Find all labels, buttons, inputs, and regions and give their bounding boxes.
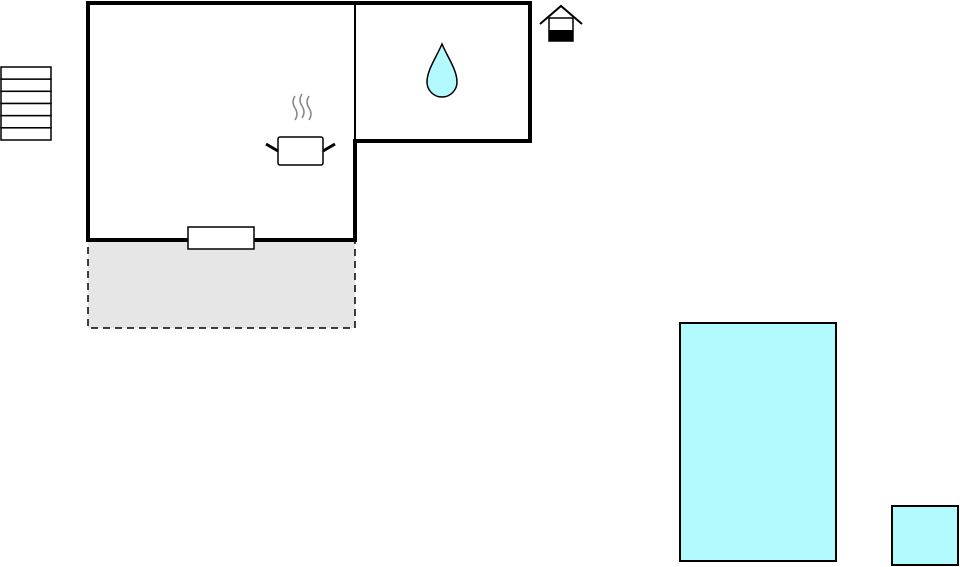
stair-step (0, 127, 52, 141)
stair-step (0, 66, 52, 80)
stair-step (0, 114, 52, 129)
outer-walls (86, 1, 532, 242)
entrance-house-icon (539, 4, 583, 42)
pool-large (679, 322, 837, 562)
stair-step (0, 78, 52, 93)
cooking-pot-icon (265, 93, 336, 166)
stair-step (0, 90, 52, 105)
stair-step (0, 102, 52, 117)
terrace-area (87, 239, 356, 329)
pool-small (891, 505, 959, 566)
door-icon (187, 226, 255, 250)
water-drop-icon (426, 42, 458, 98)
stairs-icon (0, 66, 52, 141)
